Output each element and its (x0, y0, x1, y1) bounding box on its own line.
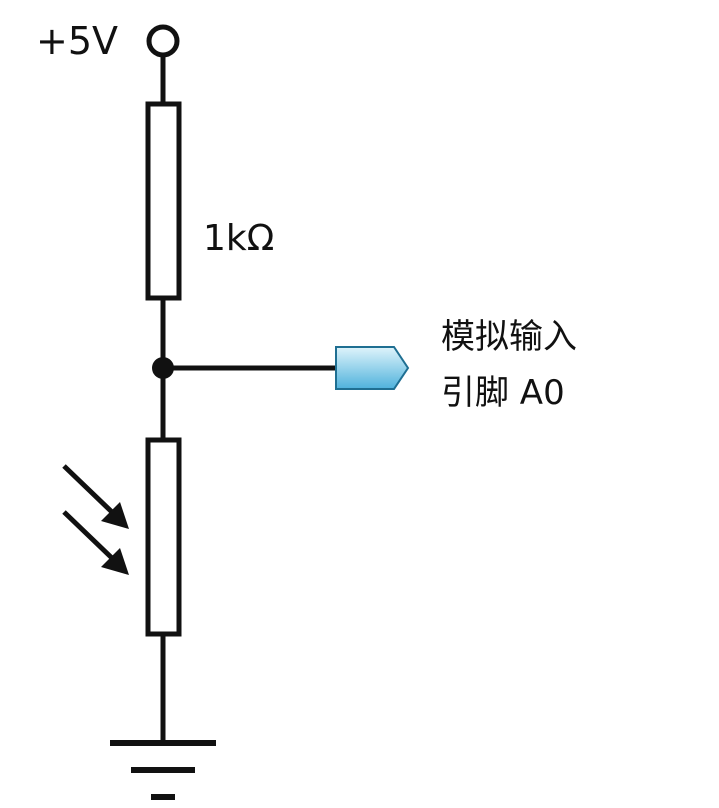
ground-icon (110, 740, 216, 800)
supply-terminal-icon (146, 24, 180, 58)
resistor-value-label: 1kΩ (203, 218, 274, 259)
supply-voltage-label: +5V (36, 19, 118, 63)
photoresistor (145, 437, 182, 637)
fixed-resistor (145, 101, 182, 301)
analog-input-label: 模拟输入 (441, 317, 577, 357)
light-arrows-icon (62, 464, 129, 575)
analog-input-port (335, 346, 410, 390)
pin-a0-label: 引脚 A0 (441, 373, 565, 413)
